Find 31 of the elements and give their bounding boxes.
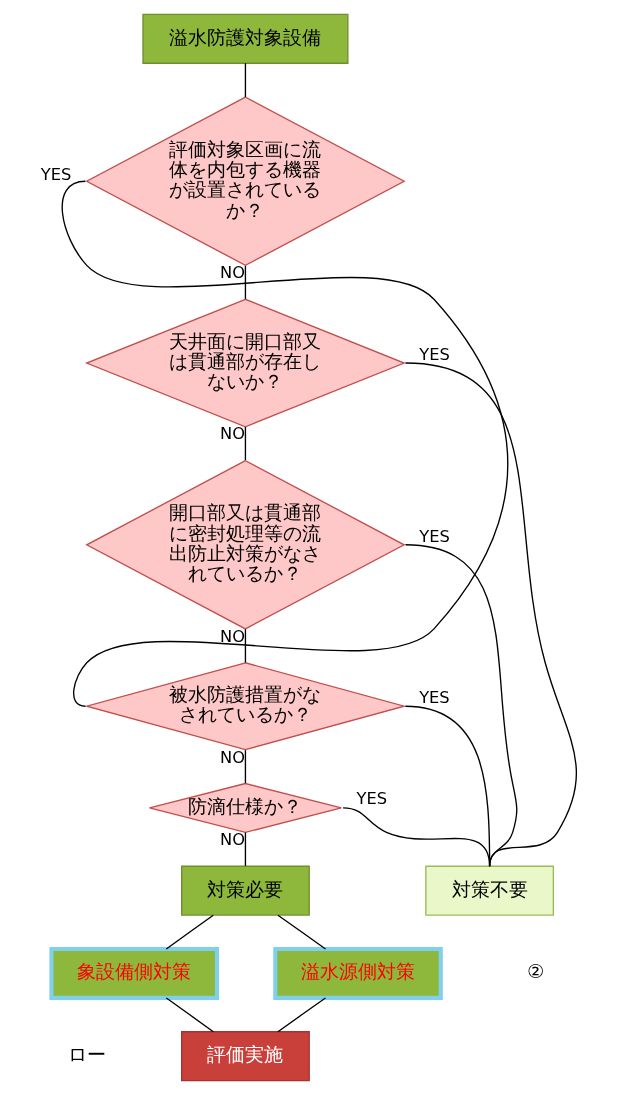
connector xyxy=(342,807,491,867)
connector xyxy=(244,831,247,867)
connector xyxy=(244,749,247,784)
node-diamond: 天井面に開口部又は貫通部が存在しないか？ xyxy=(84,298,406,428)
node-box: 対策必要 xyxy=(181,865,310,916)
connector xyxy=(244,62,247,98)
node-diamond: 被水防護措置がなされているか？ xyxy=(84,662,407,751)
connector xyxy=(61,180,509,707)
connector xyxy=(165,997,214,1033)
label: ② xyxy=(527,960,545,983)
node-box: 溢水防護対象設備 xyxy=(142,13,349,64)
connector xyxy=(165,914,214,950)
connector xyxy=(404,362,578,867)
edge-label: YES xyxy=(40,164,72,184)
connector xyxy=(244,426,247,461)
connector xyxy=(244,265,247,300)
node-box: 象設備側対策 xyxy=(49,947,219,1000)
connector xyxy=(244,628,247,664)
edge-label: YES xyxy=(356,789,388,809)
node-diamond: 評価対象区画に流体を内包する機器が設置されているか？ xyxy=(85,96,406,267)
node-box: 対策不要 xyxy=(425,865,555,916)
edge-label: YES xyxy=(419,688,450,708)
node-diamond: 防滴仕様か？ xyxy=(148,782,342,834)
node-box: 溢水源側対策 xyxy=(273,947,443,1000)
connector xyxy=(277,997,327,1033)
edge-label: YES xyxy=(419,527,450,547)
edge-label: YES xyxy=(419,345,450,365)
node-box: 評価実施 xyxy=(181,1031,310,1082)
node-diamond: 開口部又は貫通部に密封処理等の流出防止対策がなされているか？ xyxy=(85,459,406,630)
connector xyxy=(277,914,327,950)
label: ロー xyxy=(67,1043,106,1066)
